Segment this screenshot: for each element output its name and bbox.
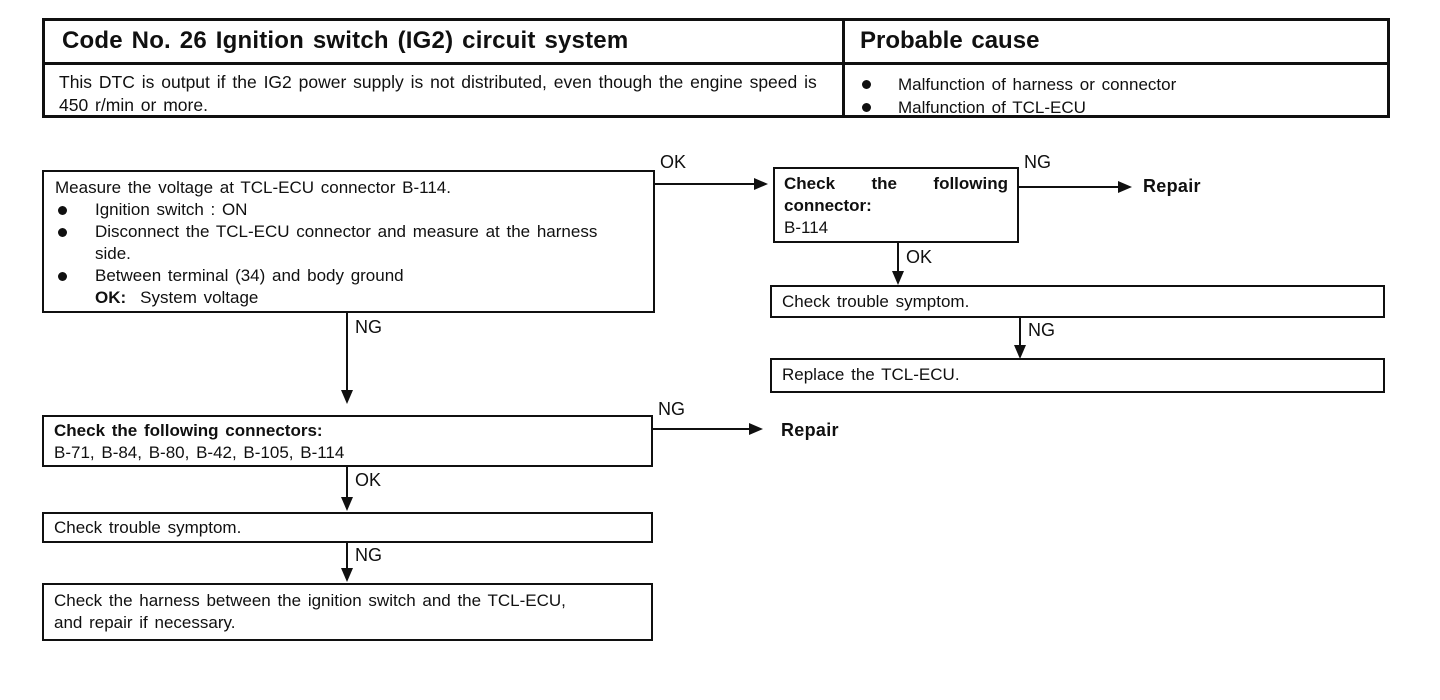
bullet-text: Disconnect the TCL-ECU connector and mea… xyxy=(95,222,598,263)
check-trouble-symptom-right-text: Check trouble symptom. xyxy=(782,292,970,311)
check-connectors-list: B-71, B-84, B-80, B-42, B-105, B-114 xyxy=(54,443,345,462)
measure-ok-row: OK: System voltage xyxy=(44,287,653,309)
ok-label-connectors: OK xyxy=(355,470,382,490)
arrow-down-icon xyxy=(341,568,353,582)
arrow-connector-to-repair-line xyxy=(1017,186,1121,188)
check-connectors-box: Check the following connectors: B-71, B-… xyxy=(42,415,653,467)
ng-label-connectors: NG xyxy=(658,399,685,419)
check-connector-title: Check the following connector: xyxy=(784,174,1008,215)
probable-cause-item: Malfunction of TCL-ECU xyxy=(862,96,1176,119)
bullet-icon xyxy=(58,206,67,215)
arrow-symptom-to-harness-line xyxy=(346,543,348,571)
repair-label-bottom: Repair xyxy=(781,420,839,440)
bullet-icon xyxy=(58,228,67,237)
table-vertical-divider xyxy=(842,21,845,115)
ng-label-measure: NG xyxy=(355,317,382,337)
ng-label-connector: NG xyxy=(1024,152,1051,172)
replace-tcl-ecu-text: Replace the TCL-ECU. xyxy=(782,365,960,384)
ng-label-symptom-left: NG xyxy=(355,545,382,565)
check-trouble-symptom-left-text: Check trouble symptom. xyxy=(54,518,242,537)
measure-bullet-terminal: Between terminal (34) and body ground xyxy=(44,265,653,287)
dtc-code-title: Code No. 26 Ignition switch (IG2) circui… xyxy=(62,27,629,54)
check-harness-box: Check the harness between the ignition s… xyxy=(42,583,653,641)
arrow-connectors-to-symptom-line xyxy=(346,467,348,500)
arrow-down-icon xyxy=(892,271,904,285)
bullet-icon xyxy=(58,272,67,281)
probable-cause-title: Probable cause xyxy=(860,27,1040,54)
measure-bullet-ignition: Ignition switch : ON xyxy=(44,199,653,221)
measure-bullet-disconnect: Disconnect the TCL-ECU connector and mea… xyxy=(44,221,653,265)
dtc-header-table: Code No. 26 Ignition switch (IG2) circui… xyxy=(42,18,1390,118)
bullet-text: Ignition switch : ON xyxy=(95,200,248,219)
replace-tcl-ecu-box: Replace the TCL-ECU. xyxy=(770,358,1385,393)
ok-value: System voltage xyxy=(140,288,259,307)
ok-label-connector: OK xyxy=(906,247,933,267)
bullet-text: Between terminal (34) and body ground xyxy=(95,266,404,285)
bullet-icon xyxy=(862,80,871,89)
check-connector-box: Check the following connector: B-114 xyxy=(773,167,1019,243)
probable-cause-text: Malfunction of harness or connector xyxy=(898,75,1177,94)
check-connectors-title: Check the following connectors: xyxy=(54,421,323,440)
arrow-down-icon xyxy=(341,390,353,404)
measure-box-title: Measure the voltage at TCL-ECU connector… xyxy=(55,178,451,197)
dtc-description: This DTC is output if the IG2 power supp… xyxy=(59,72,817,115)
repair-label-top: Repair xyxy=(1143,176,1201,196)
probable-cause-list: Malfunction of harness or connector Malf… xyxy=(862,73,1176,119)
ok-key: OK: xyxy=(95,288,127,307)
probable-cause-item: Malfunction of harness or connector xyxy=(862,73,1176,96)
arrow-right-icon xyxy=(754,178,768,190)
arrow-down-icon xyxy=(1014,345,1026,359)
arrow-right-icon xyxy=(1118,181,1132,193)
arrow-connectors-to-repair-line xyxy=(653,428,753,430)
check-connector-list: B-114 xyxy=(784,218,829,237)
bullet-icon xyxy=(862,103,871,112)
check-trouble-symptom-left-box: Check trouble symptom. xyxy=(42,512,653,543)
arrow-measure-to-connectors-line xyxy=(346,313,348,393)
check-trouble-symptom-right-box: Check trouble symptom. xyxy=(770,285,1385,318)
arrow-down-icon xyxy=(341,497,353,511)
check-harness-text: Check the harness between the ignition s… xyxy=(54,591,566,632)
table-horizontal-divider xyxy=(45,62,1387,65)
ok-label-measure: OK xyxy=(660,152,687,172)
measure-voltage-box: Measure the voltage at TCL-ECU connector… xyxy=(42,170,655,313)
arrow-right-icon xyxy=(749,423,763,435)
probable-cause-text: Malfunction of TCL-ECU xyxy=(898,98,1086,117)
arrow-connector-to-symptom-line xyxy=(897,241,899,273)
arrow-measure-to-connector-line xyxy=(655,183,758,185)
ng-label-symptom-right: NG xyxy=(1028,320,1055,340)
arrow-symptom-to-replace-line xyxy=(1019,318,1021,347)
